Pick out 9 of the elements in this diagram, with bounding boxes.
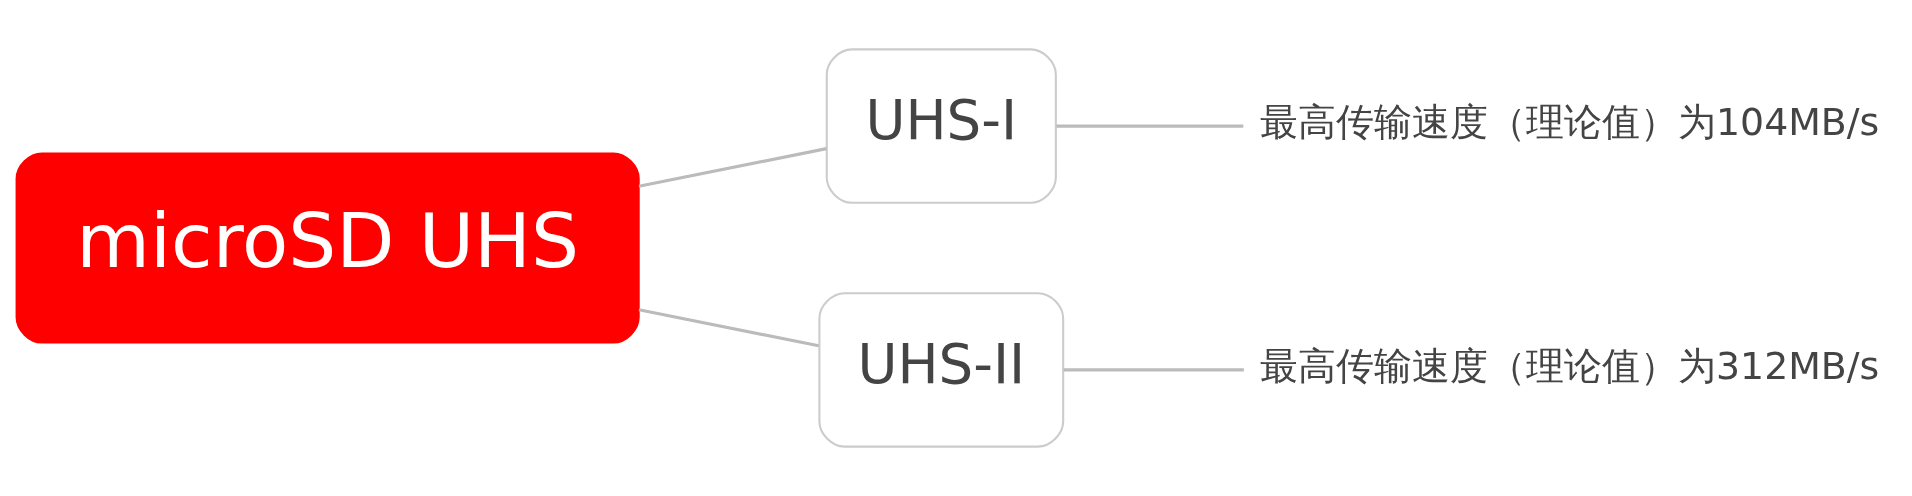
node-box: UHS-I — [825, 48, 1057, 204]
connector — [638, 147, 827, 188]
connector — [1063, 368, 1244, 372]
connector — [1056, 124, 1244, 128]
node-text: 最高传输速度（理论值）为312MB/s — [1260, 344, 1880, 389]
node-box: microSD UHS — [15, 152, 640, 344]
connector — [638, 308, 819, 348]
node-text: 最高传输速度（理论值）为104MB/s — [1260, 100, 1880, 145]
node-box: UHS-II — [818, 292, 1065, 448]
